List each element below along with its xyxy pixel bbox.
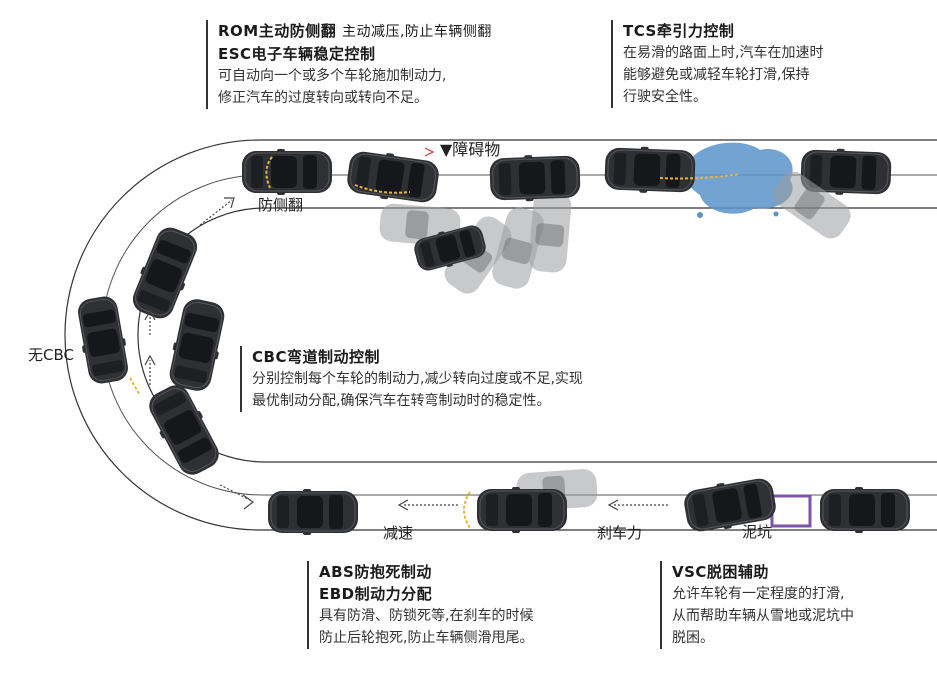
rom-title-line: ROM主动防侧翻 主动减压,防止车辆侧翻 — [218, 20, 492, 43]
vsc-line-1: 允许车轮有一定程度的打滑, — [672, 586, 845, 602]
arrow-heads — [144, 197, 619, 511]
rom-line-1: 可自动向一个或多个车轮施加制动力, — [218, 68, 447, 84]
red-arrow — [424, 147, 435, 157]
cbc-title: CBC弯道制动控制 — [252, 348, 380, 366]
vsc-line-3: 脱困。 — [672, 630, 714, 646]
abs-ebd-block: ABS防抱死制动 EBD制动力分配 具有防滑、防锁死等,在刹车的时候 防止后轮抱… — [307, 561, 533, 649]
car-bottom-2 — [476, 486, 568, 534]
cbc-line-2: 最优制动分配,确保汽车在转弯制动时的稳定性。 — [252, 393, 551, 409]
abs-line-1: 具有防滑、防锁死等,在刹车的时候 — [319, 608, 534, 624]
cbc-line-1: 分别控制每个车轮的制动力,减少转向过度或不足,实现 — [252, 371, 583, 387]
abs-title: ABS防抱死制动 — [319, 563, 432, 581]
car-top-1 — [241, 148, 333, 196]
rom-esc-block: ROM主动防侧翻 主动减压,防止车辆侧翻 ESC电子车辆稳定控制 可自动向一个或… — [206, 20, 492, 109]
car-curve-2 — [73, 293, 133, 387]
car-top-2 — [344, 147, 442, 207]
vsc-block: VSC脱困辅助 允许车轮有一定程度的打滑, 从而帮助车辆从雪地或泥坑中 脱困。 — [660, 561, 854, 649]
ebd-title: EBD制动力分配 — [319, 585, 433, 603]
car-top-4 — [603, 144, 697, 196]
rom-title-note: 主动减压,防止车辆侧翻 — [341, 24, 492, 40]
vsc-title: VSC脱困辅助 — [672, 563, 769, 581]
car-bottom-1 — [267, 488, 359, 536]
tcs-line-1: 在易滑的路面上时,汽车在加速时 — [623, 45, 824, 61]
no-cbc-label: 无CBC — [28, 346, 74, 364]
rom-title: ROM主动防侧翻 — [218, 22, 337, 40]
esc-title: ESC电子车辆稳定控制 — [218, 45, 376, 63]
braking-force-label: 刹车力 — [597, 524, 643, 542]
obstacle-label: ▼障碍物 — [440, 140, 501, 159]
tcs-line-3: 行驶安全性。 — [623, 89, 707, 105]
motion-arrows — [149, 199, 668, 506]
rom-line-2: 修正汽车的过度转向或转向不足。 — [218, 90, 428, 106]
wheel-glow-marks — [129, 156, 741, 529]
tcs-title: TCS牵引力控制 — [623, 22, 735, 40]
car-curve-4 — [142, 378, 226, 482]
car-top-3 — [488, 152, 582, 204]
water-puddle — [684, 142, 793, 218]
mud-pit — [770, 494, 812, 528]
abs-line-2: 防止后轮抱死,防止车辆侧滑甩尾。 — [319, 630, 534, 646]
road-outer-edge — [64, 139, 937, 531]
anti-rollover-label: 防侧翻 — [258, 196, 304, 214]
mud-pit-label: 泥坑 — [742, 523, 773, 541]
decelerate-label: 减速 — [383, 524, 414, 542]
car-bottom-4 — [819, 486, 911, 534]
car-curve-3 — [164, 295, 230, 395]
vsc-line-2: 从而帮助车辆从雪地或泥坑中 — [672, 608, 854, 624]
tcs-line-2: 能够避免或减轻车轮打滑,保持 — [623, 67, 810, 83]
tcs-block: TCS牵引力控制 在易滑的路面上时,汽车在加速时 能够避免或减轻车轮打滑,保持 … — [611, 20, 823, 108]
cbc-block: CBC弯道制动控制 分别控制每个车轮的制动力,减少转向过度或不足,实现 最优制动… — [240, 346, 583, 412]
